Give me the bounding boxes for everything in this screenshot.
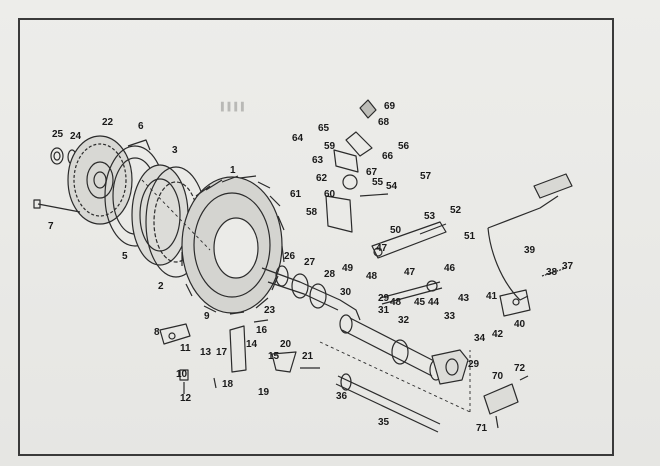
callout-27: 27: [304, 257, 316, 268]
callout-56: 56: [398, 141, 410, 152]
callout-48-upper: 48: [366, 271, 378, 282]
callout-20: 20: [280, 339, 292, 350]
callout-65: 65: [318, 123, 330, 134]
pedal-bracket-part: [499, 289, 531, 317]
callout-55: 55: [372, 177, 384, 188]
callout-12: 12: [180, 393, 192, 404]
callout-15: 15: [268, 351, 280, 362]
callout-48-lower: 48: [390, 297, 402, 308]
callout-71: 71: [476, 423, 488, 434]
coupler-part: [483, 375, 529, 429]
callout-3: 3: [172, 145, 178, 156]
clevis-parts: [159, 323, 191, 394]
diagram-border: [18, 18, 614, 456]
callout-67: 67: [366, 167, 378, 178]
callout-18: 18: [222, 379, 234, 390]
callout-36: 36: [336, 391, 348, 402]
callout-34: 34: [474, 333, 486, 344]
callout-38: 38: [546, 267, 558, 278]
bolt-part: [33, 199, 81, 213]
callout-68: 68: [378, 117, 390, 128]
callout-30: 30: [340, 287, 352, 298]
callout-14: 14: [246, 339, 258, 350]
callout-59: 59: [324, 141, 336, 152]
watermark-text: ▐▐▐▐: [218, 102, 245, 111]
callout-63: 63: [312, 155, 324, 166]
input-shaft-part: [261, 265, 361, 321]
callout-54: 54: [386, 181, 398, 192]
callout-1: 1: [230, 165, 236, 176]
callout-28: 28: [324, 269, 336, 280]
callout-11: 11: [180, 343, 191, 354]
callout-2: 2: [158, 281, 164, 292]
callout-13: 13: [200, 347, 212, 358]
callout-53: 53: [424, 211, 436, 222]
assembly-guide-lines: [141, 179, 471, 413]
callout-8: 8: [154, 327, 160, 338]
callout-6: 6: [138, 121, 144, 132]
callout-47-lower: 47: [404, 267, 416, 278]
callout-32: 32: [398, 315, 410, 326]
callout-29-upper: 29: [378, 293, 390, 304]
callout-44: 44: [428, 297, 440, 308]
pressure-plate-part: [67, 135, 133, 225]
callout-35: 35: [378, 417, 390, 428]
callout-31: 31: [378, 305, 390, 316]
callout-70: 70: [492, 371, 504, 382]
callout-33: 33: [444, 311, 456, 322]
callout-29-lower: 29: [468, 359, 480, 370]
callout-66: 66: [382, 151, 394, 162]
linkage-bracket-part: [371, 221, 447, 259]
callout-51: 51: [464, 231, 476, 242]
callout-72: 72: [514, 363, 526, 374]
callout-25: 25: [52, 129, 64, 140]
callout-64: 64: [292, 133, 304, 144]
callout-45: 45: [414, 297, 426, 308]
callout-52: 52: [450, 205, 462, 216]
main-shaft-part: [335, 314, 443, 433]
callout-23: 23: [264, 305, 276, 316]
callout-17: 17: [216, 347, 228, 358]
callout-50: 50: [390, 225, 402, 236]
callout-21: 21: [302, 351, 314, 362]
callout-37: 37: [562, 261, 574, 272]
callout-58: 58: [306, 207, 318, 218]
callout-46: 46: [444, 263, 456, 274]
callout-60: 60: [324, 189, 336, 200]
callout-24: 24: [70, 131, 82, 142]
callout-43: 43: [458, 293, 470, 304]
callout-42: 42: [492, 329, 504, 340]
callout-47-upper: 47: [376, 243, 388, 254]
callout-10: 10: [176, 369, 188, 380]
callout-16: 16: [256, 325, 268, 336]
callout-39: 39: [524, 245, 536, 256]
tie-rod-part: [379, 280, 443, 305]
callout-40: 40: [514, 319, 526, 330]
callout-69: 69: [384, 101, 396, 112]
callout-62: 62: [316, 173, 328, 184]
callout-7: 7: [48, 221, 54, 232]
callout-49: 49: [342, 263, 354, 274]
callout-41: 41: [486, 291, 498, 302]
callout-61: 61: [290, 189, 302, 200]
callout-26: 26: [284, 251, 296, 262]
callout-22: 22: [102, 117, 114, 128]
small-lever-parts: [213, 319, 320, 389]
flywheel-housing-part: [181, 175, 285, 315]
callout-57: 57: [420, 171, 432, 182]
yoke-part: [431, 349, 469, 385]
pedal-arm-part: [487, 173, 573, 301]
callout-5: 5: [122, 251, 128, 262]
control-lever-part: [325, 99, 389, 233]
callout-19: 19: [258, 387, 270, 398]
callout-9: 9: [204, 311, 210, 322]
